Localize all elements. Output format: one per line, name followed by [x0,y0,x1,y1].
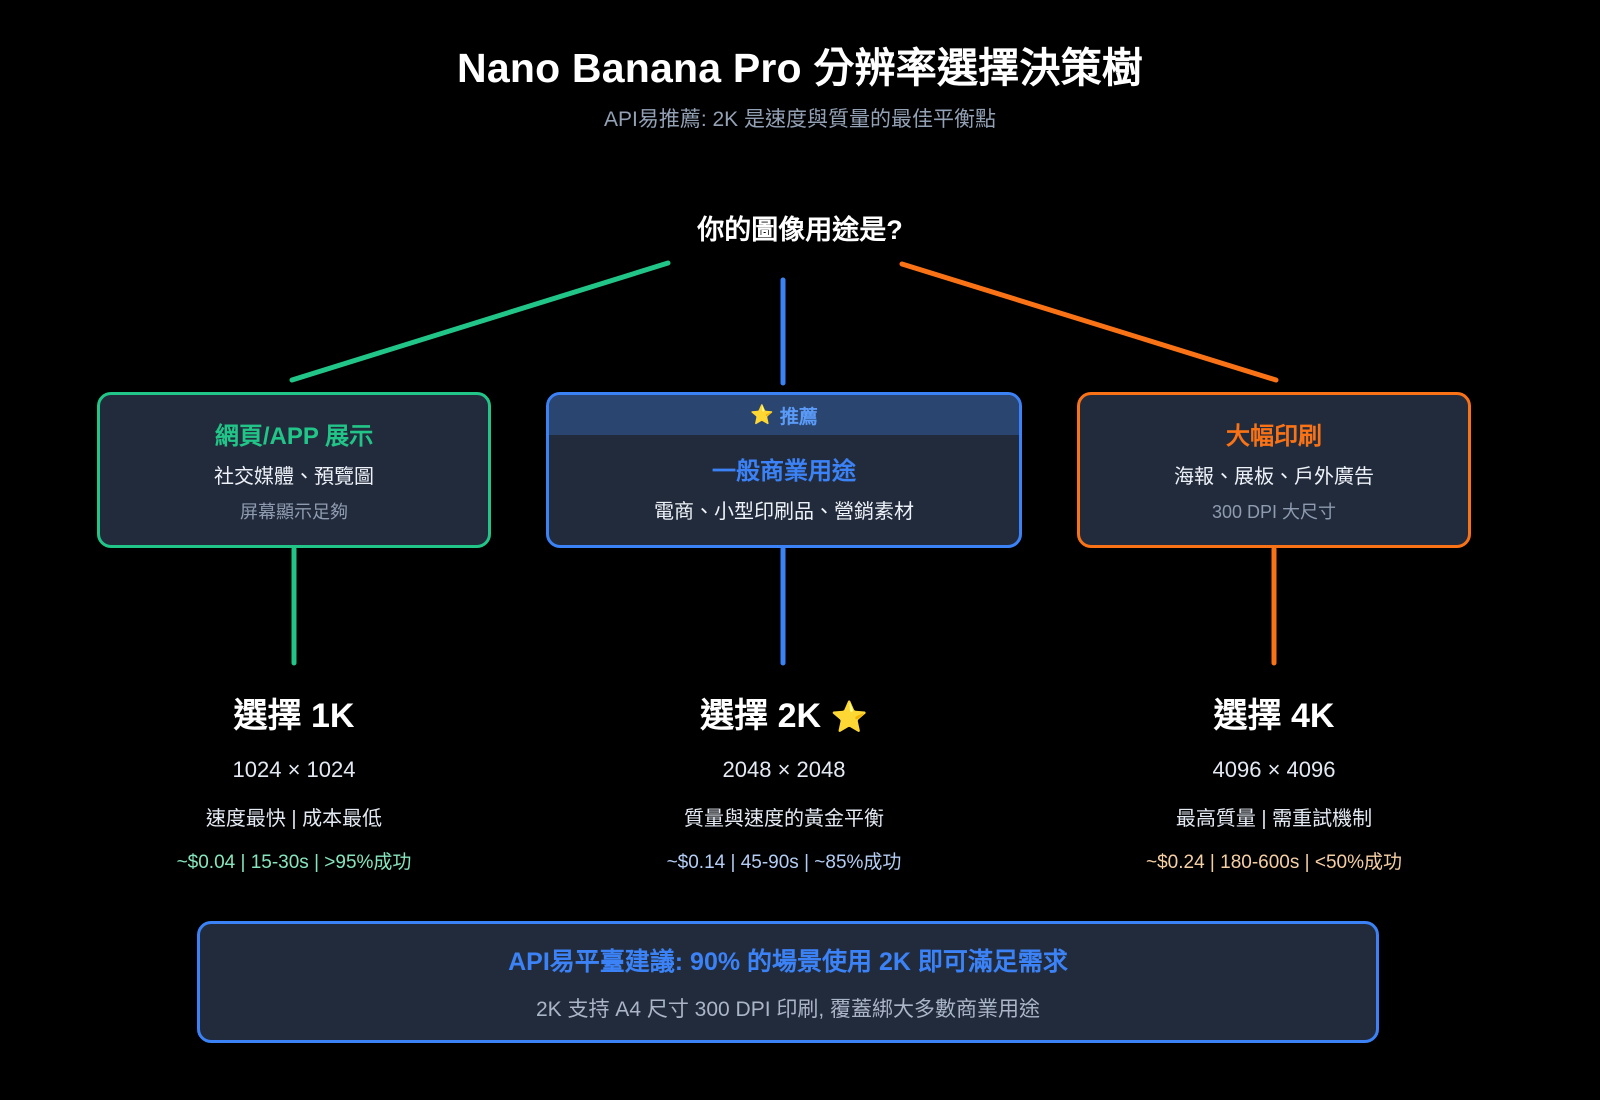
result-dimensions: 2048 × 2048 [722,757,846,782]
recommended-badge-label: 推薦 [779,406,818,428]
result-block-4k: 選擇 4K 4096 × 4096 最高質量 | 需重試機制 ~$0.24 | … [1077,688,1471,874]
result-title-text: 選擇 1K [233,697,355,735]
result-stats: ~$0.24 | 180-600s | <50%成功 [1146,852,1402,873]
result-block-2k: 選擇 2K ⭐ 2048 × 2048 質量與速度的黃金平衡 ~$0.14 | … [546,688,1022,874]
star-icon: ⭐ [750,405,774,426]
result-title: 選擇 1K [97,688,491,737]
connector-root-to-green [289,260,671,383]
branch-title: 網頁/APP 展示 [214,423,374,450]
connector-root-to-orange [899,261,1279,383]
result-title: 選擇 4K [1077,688,1471,737]
branch-description: 社交媒體、預覽圖 [214,466,374,488]
recommendation-subtext: 2K 支持 A4 尺寸 300 DPI 印刷, 覆蓋綁大多數商業用途 [535,997,1041,1021]
branch-card-body: 大幅印刷 海報、展板、戶外廣告 300 DPI 大尺寸 [1080,395,1468,545]
branch-card-large-format-print[interactable]: 大幅印刷 海報、展板、戶外廣告 300 DPI 大尺寸 [1077,392,1471,548]
result-title-text: 選擇 2K [700,697,822,735]
page-title: Nano Banana Pro 分辨率選擇決策樹 [457,45,1143,91]
branch-title: 大幅印刷 [1226,423,1322,450]
result-title-text: 選擇 4K [1213,697,1335,735]
result-tagline: 最高質量 | 需重試機制 [1175,808,1373,830]
recommendation-headline: API易平臺建議: 90% 的場景使用 2K 即可滿足需求 [508,947,1068,976]
branch-note: 屏幕顯示足夠 [240,502,348,522]
result-stats: ~$0.14 | 45-90s | ~85%成功 [666,852,902,873]
root-question: 你的圖像用途是? [697,215,903,245]
branch-card-web-app[interactable]: 網頁/APP 展示 社交媒體、預覽圖 屏幕顯示足夠 [97,392,491,548]
branch-card-body: 一般商業用途 電商、小型印刷品、營銷素材 [549,435,1019,545]
branch-description: 海報、展板、戶外廣告 [1174,466,1374,488]
recommendation-banner: API易平臺建議: 90% 的場景使用 2K 即可滿足需求 2K 支持 A4 尺… [197,921,1379,1043]
result-title: 選擇 2K ⭐ [546,688,1022,737]
branch-card-general-commercial[interactable]: ⭐ 推薦 一般商業用途 電商、小型印刷品、營銷素材 [546,392,1022,548]
result-stats: ~$0.04 | 15-30s | >95%成功 [176,852,412,873]
page-subtitle: API易推薦: 2K 是速度與質量的最佳平衡點 [603,108,997,131]
branch-title: 一般商業用途 [712,458,856,485]
branch-description: 電商、小型印刷品、營銷素材 [654,501,914,523]
result-tagline: 速度最快 | 成本最低 [205,808,383,830]
branch-note: 300 DPI 大尺寸 [1211,502,1337,522]
recommended-badge: ⭐ 推薦 [549,395,1019,435]
star-icon: ⭐ [830,701,868,734]
branch-card-body: 網頁/APP 展示 社交媒體、預覽圖 屏幕顯示足夠 [100,395,488,545]
result-dimensions: 1024 × 1024 [232,757,356,782]
result-tagline: 質量與速度的黃金平衡 [684,808,884,830]
result-block-1k: 選擇 1K 1024 × 1024 速度最快 | 成本最低 ~$0.04 | 1… [97,688,491,874]
result-dimensions: 4096 × 4096 [1212,757,1336,782]
